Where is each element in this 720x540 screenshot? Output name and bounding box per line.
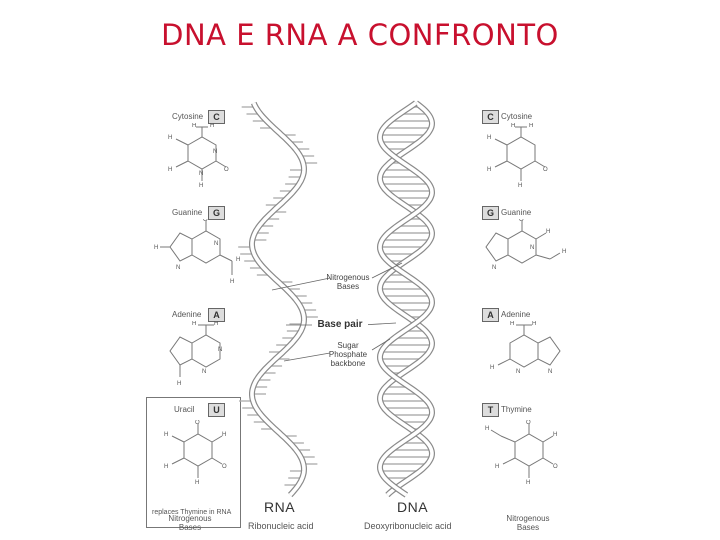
right-adenine-box: A (482, 308, 499, 322)
svg-text:O: O (519, 219, 524, 223)
svg-text:O: O (222, 464, 227, 470)
svg-text:H: H (487, 167, 491, 173)
uracil-note: replaces Thymine in RNA (152, 509, 232, 516)
uracil-frame (146, 397, 241, 528)
svg-text:H: H (236, 257, 240, 263)
backbone-strand-highlight (250, 102, 306, 497)
right-thymine-box: T (482, 403, 499, 417)
svg-text:H: H (192, 123, 196, 129)
bottom-left-nitrogenous-text: Nitrogenous Bases (168, 514, 212, 532)
left-cytosine-box: C (208, 110, 225, 124)
rna-helix (238, 101, 318, 498)
svg-text:H: H (199, 183, 203, 189)
backbone-callout: Sugar Phosphate backbone (318, 341, 378, 368)
backbone-strand-highlight (378, 101, 434, 497)
left-guanine-label: Guanine (172, 208, 203, 217)
right-adenine-label: Adenine (501, 310, 531, 319)
left-guanine-box: G (208, 206, 225, 220)
adenine-structure-left: H H H N N (169, 321, 222, 387)
svg-text:H: H (210, 123, 214, 129)
nitrogenous-bases-callout: Nitrogenous Bases (316, 273, 380, 291)
backbone-strand-highlight (378, 101, 434, 497)
svg-text:N: N (199, 171, 203, 177)
svg-text:H: H (562, 249, 566, 255)
svg-text:H: H (495, 464, 499, 470)
svg-text:N: N (548, 369, 552, 375)
svg-text:H: H (490, 365, 494, 371)
svg-text:N: N (530, 245, 534, 251)
svg-text:H: H (485, 426, 489, 432)
adenine-structure-right: H H H N N (490, 321, 561, 375)
svg-text:H: H (532, 321, 536, 327)
svg-text:N: N (492, 265, 496, 271)
left-cytosine-label: Cytosine (172, 112, 204, 121)
svg-text:H: H (214, 321, 218, 327)
svg-text:O: O (526, 420, 531, 426)
svg-text:H: H (487, 135, 491, 141)
bottom-left-nitrogenous: Nitrogenous Bases (160, 514, 220, 532)
svg-text:H: H (192, 321, 196, 327)
guanine-structure-right: O H H N N (485, 219, 566, 271)
svg-text:O: O (203, 219, 208, 223)
cytosine-structure-right: H H H O H H (487, 123, 548, 189)
svg-text:H: H (518, 183, 522, 189)
svg-text:N: N (214, 241, 218, 247)
backbone-callout-text: Sugar Phosphate backbone (328, 341, 368, 368)
svg-text:O: O (224, 167, 229, 173)
svg-text:N: N (516, 369, 520, 375)
thymine-structure: O H O H H H (485, 420, 558, 486)
svg-text:H: H (230, 279, 234, 285)
right-thymine-label: Thymine (501, 405, 532, 414)
right-guanine-label: Guanine (501, 208, 532, 217)
bottom-right-nitrogenous-text: Nitrogenous Bases (506, 514, 550, 532)
svg-text:H: H (168, 135, 172, 141)
svg-text:H: H (154, 245, 158, 251)
svg-text:H: H (553, 432, 557, 438)
svg-text:N: N (213, 149, 217, 155)
uracil-structure: O H O H H H (164, 420, 227, 486)
dna-rna-diagram: Cytosine C Guanine G Adenine A Uracil U … (140, 95, 580, 540)
svg-text:H: H (526, 480, 530, 486)
svg-text:O: O (195, 420, 200, 426)
svg-text:O: O (553, 464, 558, 470)
svg-text:H: H (168, 167, 172, 173)
svg-text:N: N (202, 369, 206, 375)
svg-text:H: H (510, 321, 514, 327)
right-guanine-box: G (482, 206, 499, 220)
svg-text:H: H (529, 123, 533, 129)
svg-text:H: H (195, 480, 199, 486)
page-title: DNA E RNA A CONFRONTO (161, 18, 559, 52)
svg-text:H: H (222, 432, 226, 438)
base-pair-callout: Base pair (312, 320, 368, 330)
guanine-structure-left: O H H H N N (154, 219, 240, 285)
nitrogenous-bases-callout-text: Nitrogenous Bases (326, 273, 370, 291)
right-cytosine-box: C (482, 110, 499, 124)
svg-text:O: O (543, 167, 548, 173)
svg-text:N: N (218, 347, 222, 353)
right-cytosine-label: Cytosine (501, 112, 533, 121)
rna-label: RNA (264, 499, 296, 515)
svg-text:H: H (546, 229, 550, 235)
svg-text:H: H (164, 464, 168, 470)
bottom-right-nitrogenous: Nitrogenous Bases (498, 514, 558, 532)
svg-text:H: H (164, 432, 168, 438)
left-uracil-label: Uracil (174, 405, 195, 414)
rna-sublabel: Ribonucleic acid (248, 521, 314, 531)
svg-text:H: H (511, 123, 515, 129)
dna-sublabel: Deoxyribonucleic acid (364, 521, 452, 531)
left-adenine-box: A (208, 308, 225, 322)
left-adenine-label: Adenine (172, 310, 202, 319)
dna-label: DNA (397, 499, 429, 515)
left-uracil-box: U (208, 403, 225, 417)
dna-helix (376, 100, 436, 498)
helix-drawing (238, 100, 436, 498)
cytosine-structure-left: H H H O H H N N (168, 123, 229, 189)
svg-text:N: N (176, 265, 180, 271)
svg-text:H: H (177, 381, 181, 387)
